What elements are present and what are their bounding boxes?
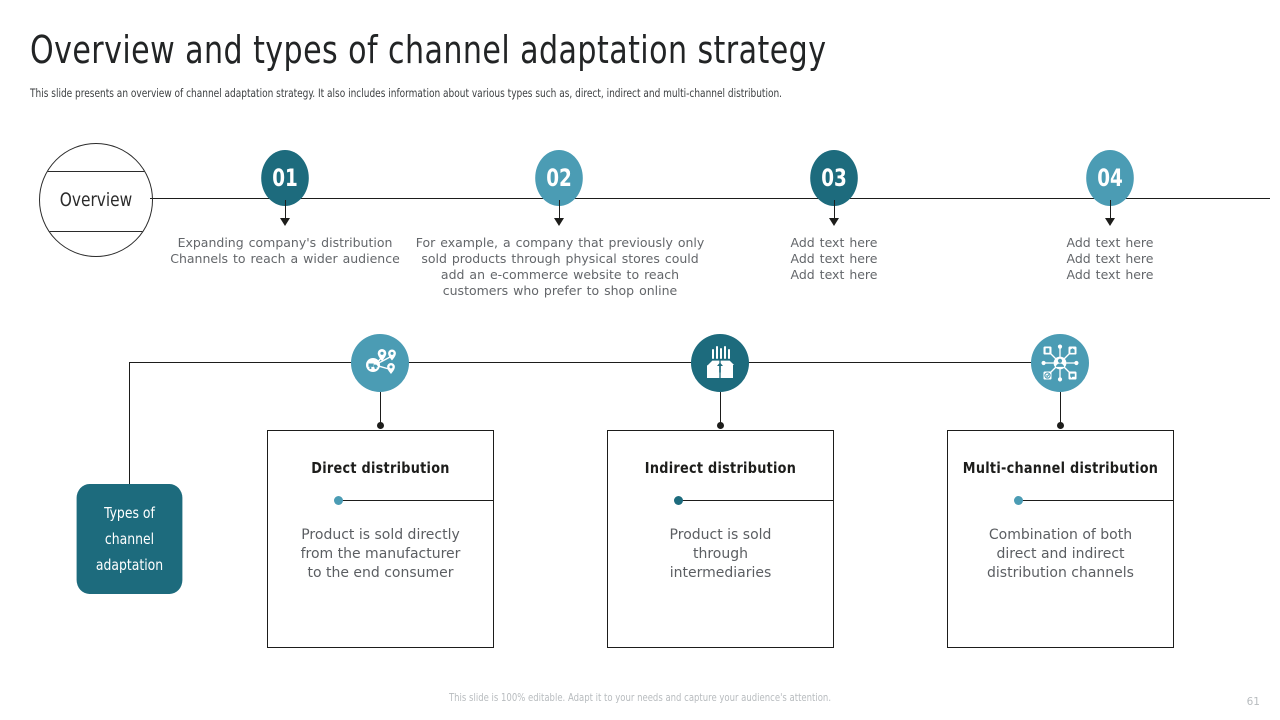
multi-channel-network-icon: [1031, 334, 1089, 392]
footer-note: This slide is 100% editable. Adapt it to…: [448, 692, 832, 704]
timeline-text-04: Add text here Add text here Add text her…: [1066, 235, 1154, 282]
timeline-text-01: Expanding company's distribution Channel…: [170, 235, 400, 266]
icon-stem-2: [720, 392, 721, 428]
card-divider-dot-1: [334, 496, 343, 505]
card-body-3: Combination of both direct and indirect …: [987, 527, 1134, 581]
card-divider-dot-3: [1014, 496, 1023, 505]
types-of-channel-adaptation-badge: Types of channel adaptation: [76, 484, 183, 594]
card-multi-channel-distribution[interactable]: Multi-channel distribution Combination o…: [947, 430, 1174, 648]
page-subtitle: This slide presents an overview of chann…: [30, 86, 783, 100]
icon-dot-1: [377, 422, 384, 429]
overview-circle-line-bottom: [40, 231, 152, 232]
card-direct-distribution[interactable]: Direct distribution Product is sold dire…: [267, 430, 494, 648]
timeline-circle-03[interactable]: 03: [810, 150, 858, 206]
card-title-2: Indirect distribution: [644, 459, 797, 477]
icon-stem-1: [380, 392, 381, 428]
open-box-distribution-icon: [691, 334, 749, 392]
card-divider-3: [1018, 500, 1174, 501]
timeline-text-02: For example, a company that previously o…: [415, 235, 705, 298]
timeline-arrow-01: [280, 218, 290, 226]
timeline-arrow-04: [1105, 218, 1115, 226]
icon-dot-2: [717, 422, 724, 429]
timeline-arrow-02: [554, 218, 564, 226]
timeline-stem-01: [285, 200, 286, 220]
card-divider-2: [678, 500, 834, 501]
overview-circle: [39, 143, 153, 257]
card-title-1: Direct distribution: [311, 459, 450, 477]
timeline-stem-02: [559, 200, 560, 220]
timeline-circle-04[interactable]: 04: [1086, 150, 1134, 206]
card-body-2: Product is sold through intermediaries: [669, 527, 772, 581]
overview-circle-line-top: [40, 171, 152, 172]
timeline-stem-03: [834, 200, 835, 220]
timeline-arrow-03: [829, 218, 839, 226]
timeline-circle-01[interactable]: 01: [261, 150, 309, 206]
timeline-axis: [150, 198, 1270, 199]
card-body-1: Product is sold directly from the manufa…: [300, 527, 461, 581]
flow-horizontal-connector: [129, 362, 1061, 363]
page-number: 61: [1246, 696, 1260, 708]
timeline-text-03: Add text here Add text here Add text her…: [790, 235, 878, 282]
card-title-3: Multi-channel distribution: [962, 459, 1159, 477]
flow-vertical-connector: [129, 362, 130, 487]
page-title: Overview and types of channel adaptation…: [30, 28, 827, 72]
card-divider-dot-2: [674, 496, 683, 505]
icon-dot-3: [1057, 422, 1064, 429]
icon-stem-3: [1060, 392, 1061, 428]
card-divider-1: [338, 500, 494, 501]
delivery-network-icon: [351, 334, 409, 392]
card-indirect-distribution[interactable]: Indirect distribution Product is sold th…: [607, 430, 834, 648]
overview-label: Overview: [59, 189, 133, 211]
timeline-stem-04: [1110, 200, 1111, 220]
timeline-circle-02[interactable]: 02: [535, 150, 583, 206]
